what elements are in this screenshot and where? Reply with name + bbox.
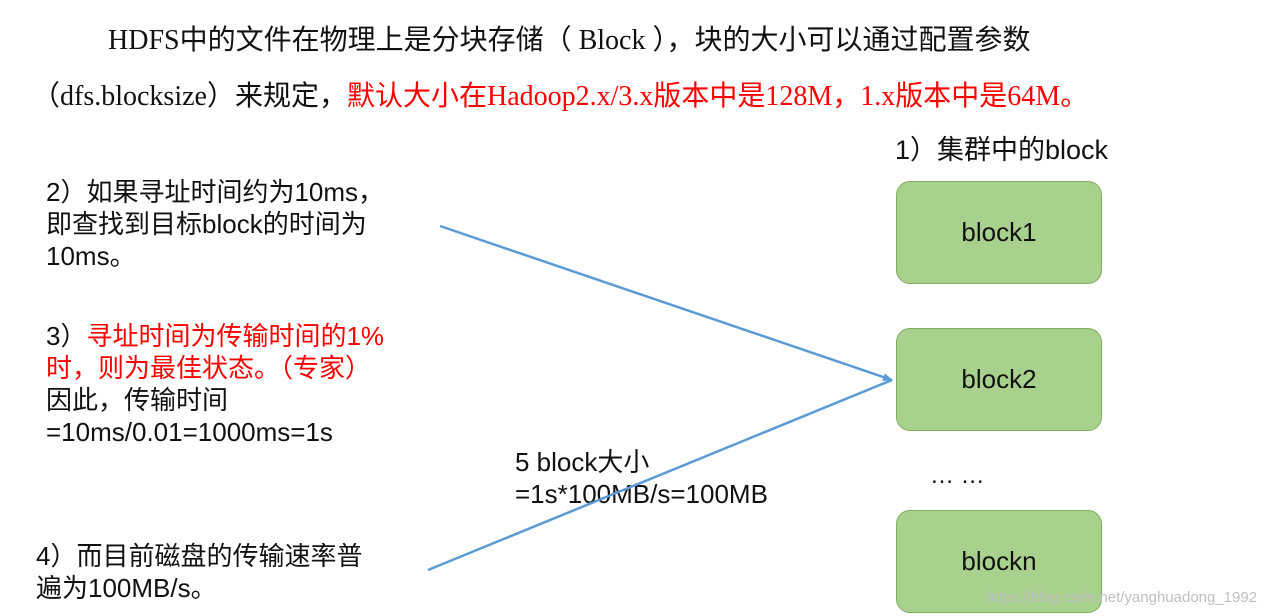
note-5-line-2: =1s*100MB/s=100MB [515, 479, 768, 509]
note-5-line-1: 5 block大小 [515, 447, 650, 477]
note-3-red-2: 时，则为最佳状态。（专家） [46, 353, 372, 383]
note-3-line-3: 因此，传输时间 [46, 385, 229, 415]
block-label-n: blockn [961, 546, 1037, 576]
note-2: 2）如果寻址时间约为10ms， 即查找到目标block的时间为 10ms。 [46, 176, 384, 272]
watermark: https://blog.csdn.net/yanghuadong_1992 [986, 589, 1258, 606]
note-2-line-1: 2）如果寻址时间约为10ms， [46, 177, 385, 207]
block-box-n: blockn [896, 510, 1102, 613]
block-box-2: block2 [896, 328, 1102, 431]
note-3-prefix: 3） [46, 321, 87, 351]
arrow-from-note-2 [439, 224, 893, 382]
note-4-line-2: 遍为100MB/s。 [36, 573, 217, 603]
block-label-1: block1 [961, 217, 1037, 247]
note-3-red-1: 寻址时间为传输时间的1% [86, 321, 385, 351]
note-3: 3）寻址时间为传输时间的1% 时，则为最佳状态。（专家） 因此，传输时间 =10… [46, 320, 384, 448]
note-3-line-1: 3）寻址时间为传输时间的1% [46, 320, 384, 352]
block-label-2: block2 [961, 364, 1037, 394]
ellipsis: … … [930, 462, 985, 489]
intro-line-1: HDFS中的文件在物理上是分块存储（ Block ），块的大小可以通过配置参数 [108, 25, 1031, 56]
note-2-line-3: 10ms。 [46, 241, 136, 271]
intro-line-2: （dfs.blocksize）来规定，默认大小在Hadoop2.x/3.x版本中… [32, 74, 1088, 114]
note-4: 4）而目前磁盘的传输速率普 遍为100MB/s。 [36, 540, 362, 604]
block-box-1: block1 [896, 181, 1102, 284]
note-3-line-4: =10ms/0.01=1000ms=1s [46, 417, 333, 447]
note-5: 5 block大小 =1s*100MB/s=100MB [515, 446, 768, 510]
arrow-from-note-4 [427, 378, 893, 572]
intro-line-2-black: （dfs.blocksize）来规定， [32, 81, 347, 112]
cluster-label: 1）集群中的block [895, 135, 1109, 165]
note-2-line-2: 即查找到目标block的时间为 [46, 209, 367, 239]
intro-line-2-red: 默认大小在Hadoop2.x/3.x版本中是128M，1.x版本中是64M。 [346, 81, 1089, 112]
note-4-line-1: 4）而目前磁盘的传输速率普 [36, 541, 363, 571]
